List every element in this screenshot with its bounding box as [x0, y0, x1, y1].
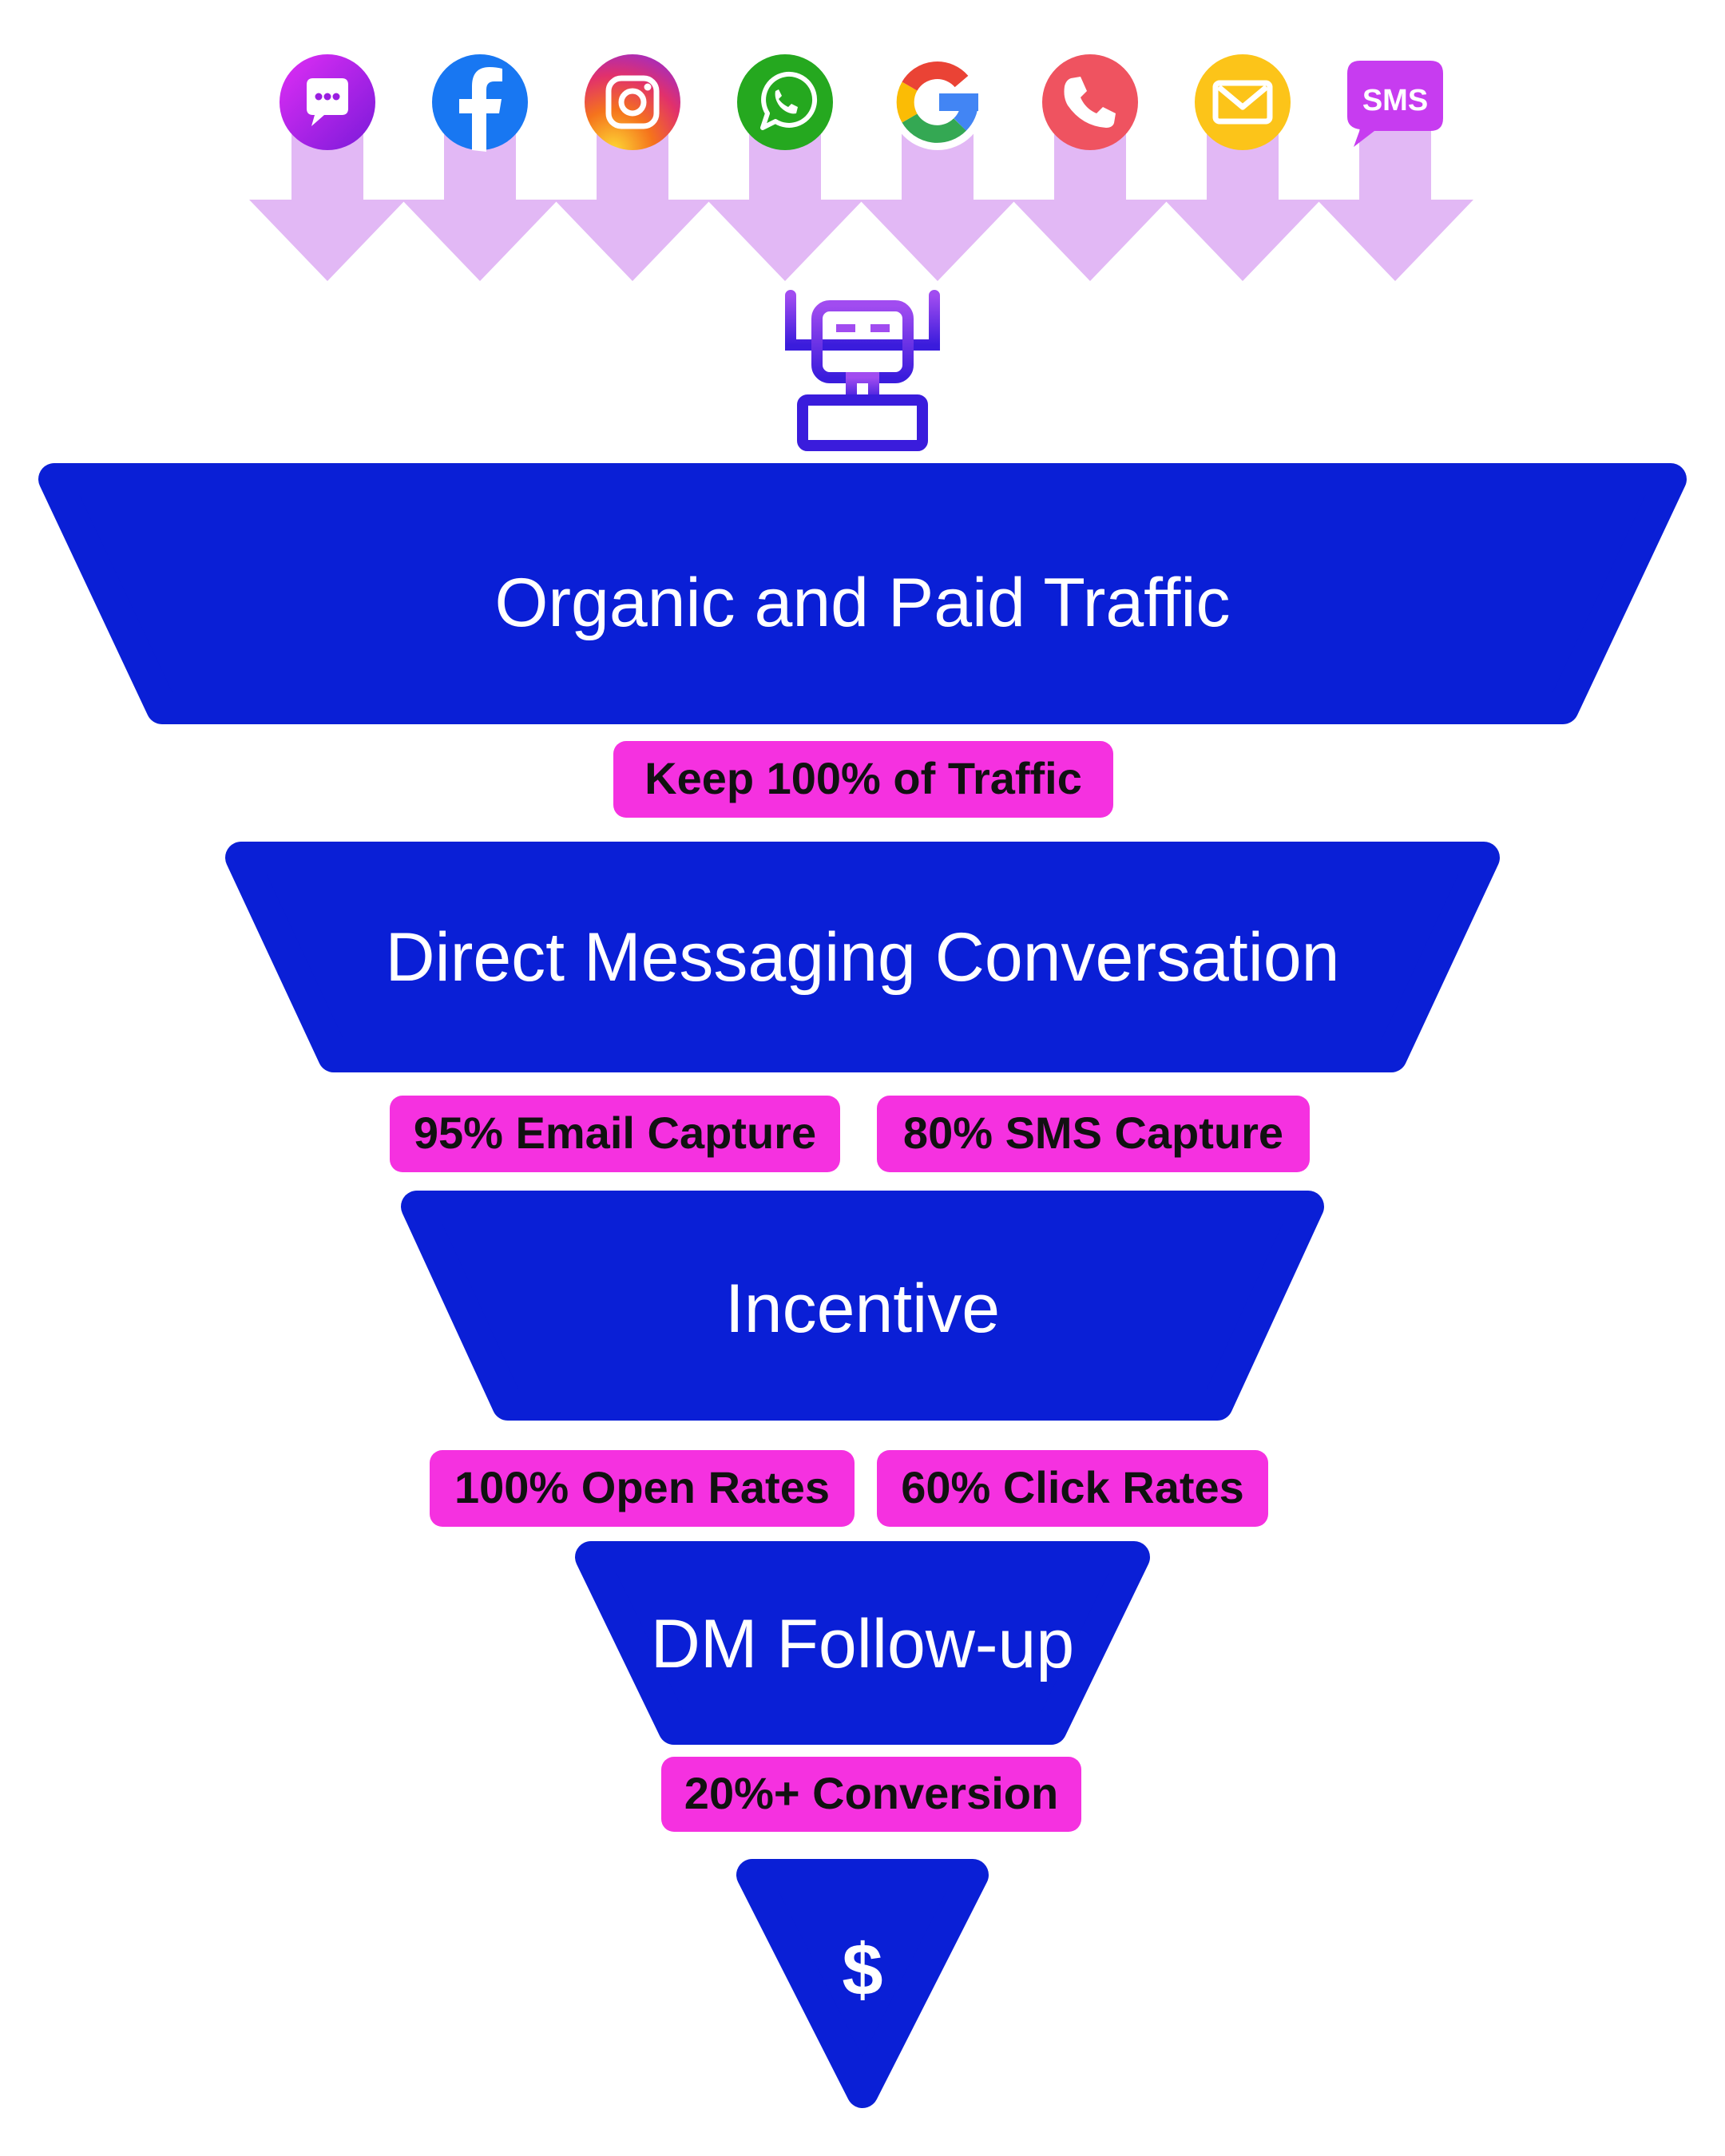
channel-arrow	[859, 120, 1016, 281]
email-icon	[1195, 54, 1291, 150]
metric-badge-click-rates: 60% Click Rates	[877, 1450, 1268, 1527]
metric-label: 80% SMS Capture	[903, 1108, 1283, 1158]
stage-label: Organic and Paid Traffic	[494, 565, 1230, 641]
channel-arrow	[554, 120, 711, 281]
metric-label: 60% Click Rates	[901, 1462, 1244, 1512]
metric-badge-email-capture: 95% Email Capture	[390, 1096, 840, 1172]
funnel-stage-revenue: $	[736, 1859, 989, 2108]
funnel-stage-organic-paid-traffic: Organic and Paid Traffic	[38, 463, 1687, 724]
metric-label: Keep 100% of Traffic	[644, 753, 1082, 803]
google-icon	[890, 54, 985, 150]
funnel-stage-dm-follow-up: DM Follow-up	[575, 1541, 1150, 1745]
stage-label: $	[842, 1929, 882, 2011]
metric-badge-open-rates: 100% Open Rates	[430, 1450, 855, 1527]
metric-label: 100% Open Rates	[454, 1462, 830, 1512]
channel-arrows	[249, 120, 1473, 281]
robot-icon	[785, 290, 940, 451]
instagram-icon	[585, 54, 680, 150]
stage-label: DM Follow-up	[651, 1606, 1074, 1682]
funnel-stage-direct-messaging: Direct Messaging Conversation	[225, 842, 1500, 1072]
stage-label: Incentive	[725, 1270, 1000, 1347]
metric-badge-sms-capture: 80% SMS Capture	[877, 1096, 1310, 1172]
channel-arrow	[707, 120, 863, 281]
channel-arrow	[249, 120, 406, 281]
channel-arrow	[1317, 120, 1473, 281]
messenger-icon	[280, 54, 375, 150]
sms-icon: SMS	[1347, 61, 1443, 147]
facebook-icon	[432, 54, 528, 152]
metric-badge-conversion: 20%+ Conversion	[661, 1757, 1081, 1832]
phone-icon	[1042, 54, 1138, 150]
stage-label: Direct Messaging Conversation	[386, 919, 1340, 996]
channel-arrow	[1012, 120, 1168, 281]
metric-label: 95% Email Capture	[414, 1108, 816, 1158]
whatsapp-icon	[737, 54, 833, 150]
metric-label: 20%+ Conversion	[684, 1768, 1058, 1818]
funnel-stage-incentive: Incentive	[401, 1191, 1324, 1421]
metric-badge-keep-traffic: Keep 100% of Traffic	[613, 741, 1113, 818]
sms-icon-label: SMS	[1362, 84, 1428, 117]
channel-arrow	[402, 120, 558, 281]
channel-arrow	[1164, 120, 1321, 281]
